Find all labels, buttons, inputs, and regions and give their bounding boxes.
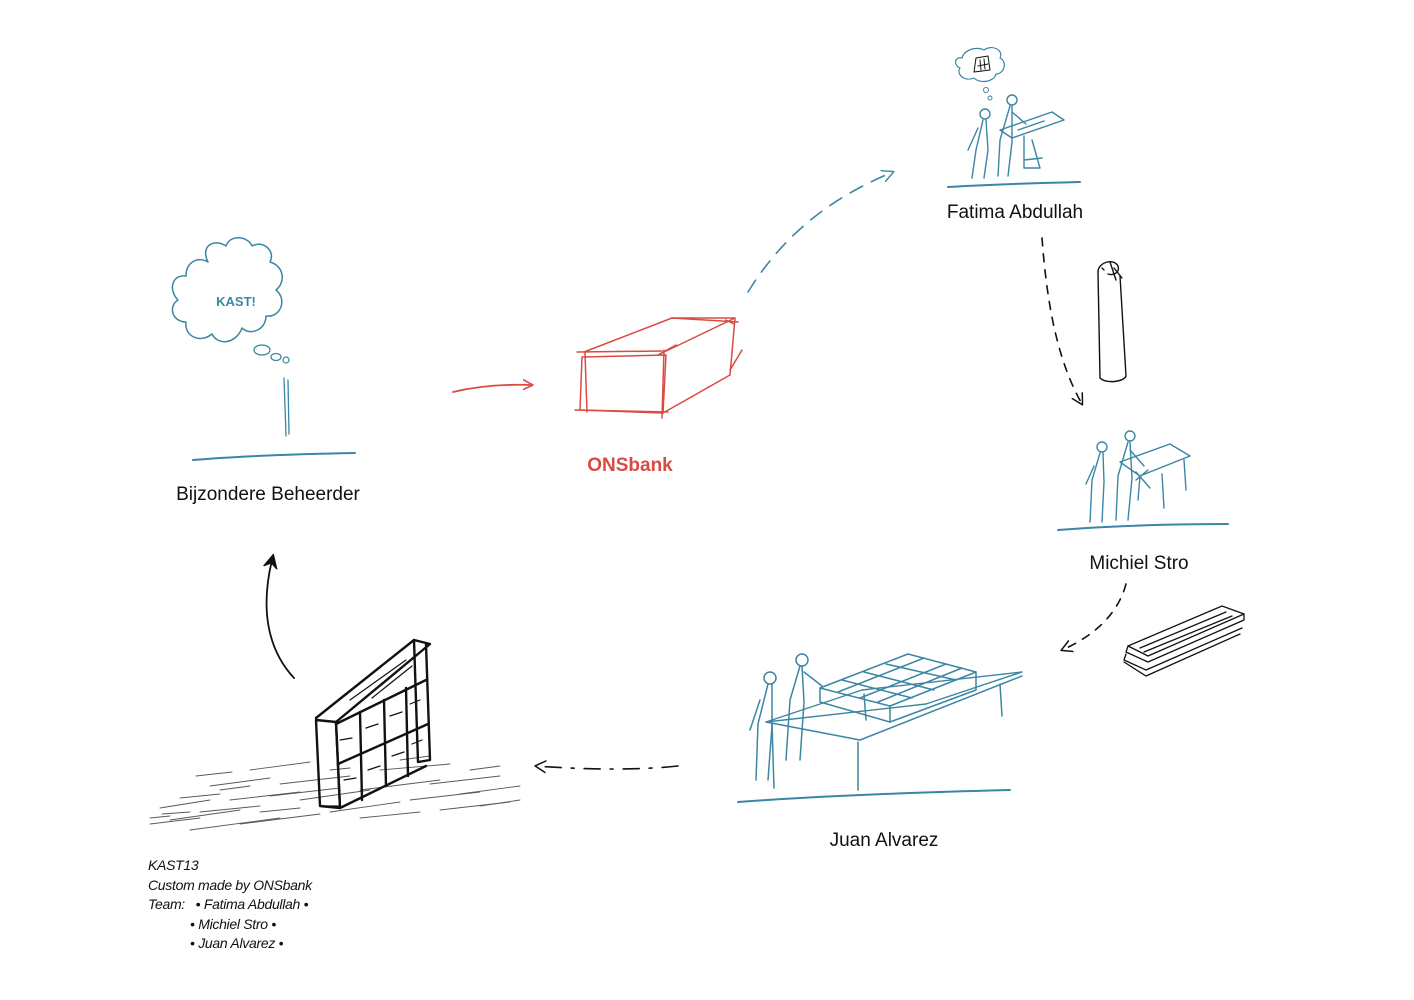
ground-line xyxy=(192,452,356,461)
ground-line xyxy=(947,181,1081,188)
ground-line xyxy=(737,789,1011,803)
designer-label: Fatima Abdullah xyxy=(946,202,1084,223)
caption-member: Michiel Stro xyxy=(198,915,268,932)
arrow-client-to-bank xyxy=(452,385,532,393)
caption-team-label: Team: xyxy=(148,896,185,912)
arrow-maker-to-cabinet xyxy=(536,766,679,769)
caption-subtitle: Custom made by ONSbank xyxy=(148,876,312,893)
engineer-label: Michiel Stro xyxy=(1089,553,1189,574)
thought-bubble-icon xyxy=(954,46,1005,83)
engineer-figure xyxy=(1057,430,1229,531)
client-thought-text: KAST! xyxy=(216,294,256,309)
caption-title: KAST13 xyxy=(148,857,199,873)
box-sketch-icon xyxy=(574,317,743,419)
designer-figure xyxy=(947,46,1081,188)
cabinet-icon xyxy=(149,638,521,831)
maker-label: Juan Alvarez xyxy=(829,830,939,851)
bank-label: ONSbank xyxy=(587,455,673,476)
client-figure xyxy=(171,237,356,461)
caption-team-line: Team: • Fatima Abdullah • xyxy=(148,896,309,912)
client-label: Bijzondere Beheerder xyxy=(176,484,360,505)
maker-figure xyxy=(737,653,1023,803)
rolled-drawing-icon xyxy=(1097,261,1127,383)
thought-cloud-icon xyxy=(171,237,283,343)
caption-member: Fatima Abdullah xyxy=(203,896,301,912)
arrow-bank-to-designer xyxy=(747,172,893,293)
arrow-designer-to-engineer xyxy=(1041,237,1082,404)
arrow-cabinet-to-client xyxy=(267,560,295,679)
planks-icon xyxy=(1123,605,1245,677)
arrow-engineer-to-maker xyxy=(1062,583,1127,650)
caption-member-line: • Michiel Stro • xyxy=(190,915,276,932)
caption-block: KAST13 Custom made by ONSbank Team: • Fa… xyxy=(148,856,312,954)
caption-member: Juan Alvarez xyxy=(198,935,276,951)
ground-line xyxy=(1057,523,1229,531)
caption-member-line: • Juan Alvarez • xyxy=(190,935,284,951)
ground-shadow xyxy=(149,755,521,831)
